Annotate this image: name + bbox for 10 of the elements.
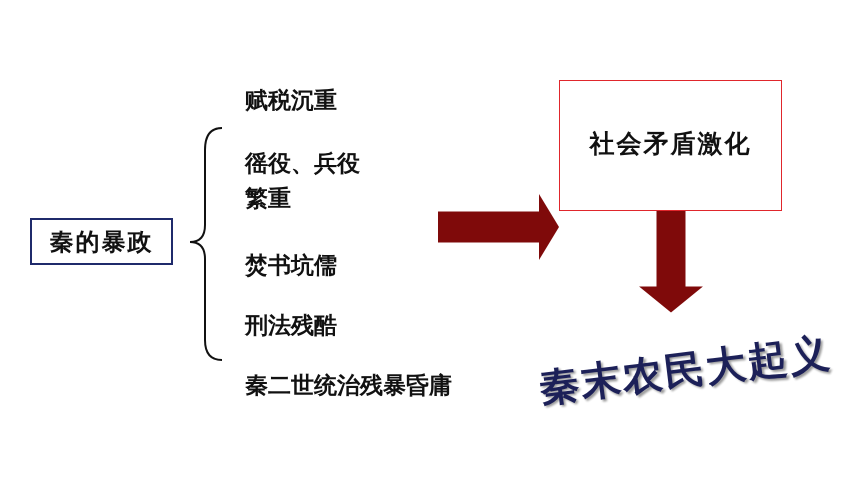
result-box: 社会矛盾激化 (559, 80, 782, 211)
cause-text: 秦二世统治残暴昏庸 (245, 371, 452, 401)
cause-text: 赋税沉重 (245, 86, 337, 116)
cause-text: 刑法残酷 (245, 311, 337, 341)
cause-text: 焚书坑儒 (245, 251, 337, 281)
cause-text: 徭役、兵役繁重 (245, 149, 361, 214)
block-arrow (438, 194, 559, 260)
title-box: 秦的暴政 (30, 218, 173, 265)
block-arrow (639, 211, 703, 312)
uprising-text: 秦末农民大起义 (526, 306, 844, 434)
